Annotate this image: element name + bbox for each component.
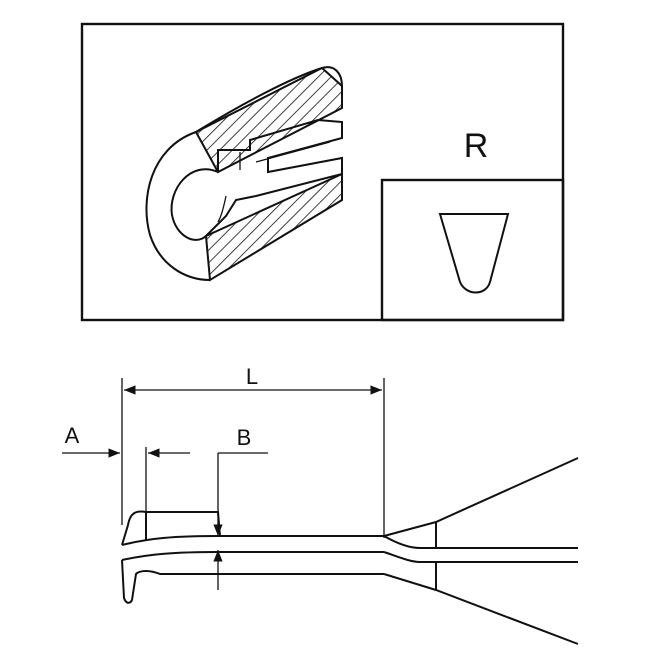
- detail-panel: R: [80, 22, 565, 322]
- handle-taper-top: [383, 457, 579, 537]
- profile-label: R: [464, 127, 489, 165]
- jaw-top-edge: [121, 535, 384, 546]
- lower-tip: [121, 559, 384, 604]
- cylinder-inner-face: [170, 168, 219, 241]
- side-view: L A B: [62, 364, 579, 645]
- tip-section-view: [145, 66, 343, 282]
- inner-jaw: [205, 118, 343, 237]
- neck-bottom: [383, 551, 578, 563]
- jaw-bottom-edge: [121, 551, 384, 561]
- length-label: L: [246, 364, 258, 389]
- cylinder-top-edge: [195, 66, 343, 133]
- handle-taper-bottom: [383, 573, 579, 645]
- thickness-label: B: [237, 425, 252, 450]
- lower-wall-section: [204, 172, 343, 282]
- neck-top: [383, 535, 578, 549]
- tool-body: [121, 457, 579, 645]
- tool-tip: [121, 510, 221, 546]
- inner-jaw-detail: [217, 141, 331, 223]
- cylinder-face: [145, 131, 211, 281]
- profile-inset-frame: [380, 178, 565, 322]
- detail-frame: [80, 22, 565, 322]
- tip-offset-label: A: [65, 423, 80, 448]
- profile-shape: [438, 213, 510, 294]
